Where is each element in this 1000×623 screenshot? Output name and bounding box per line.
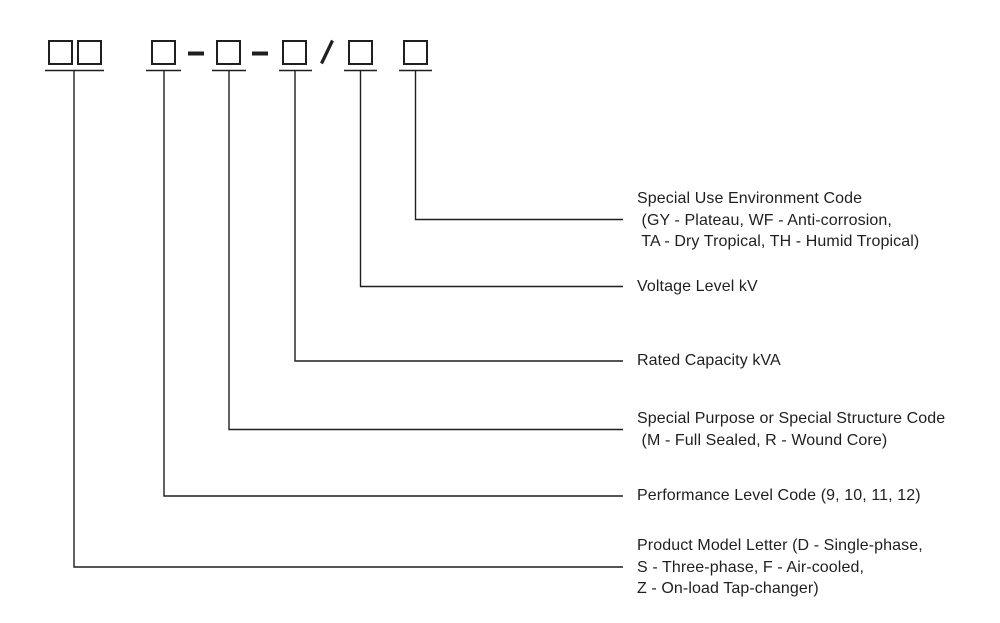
- connector-performance-level: [163, 70, 623, 497]
- label-line: (GY - Plateau, WF - Anti-corrosion,: [637, 211, 892, 229]
- code-box-rated-capacity: [282, 40, 307, 65]
- label-line: Z - On-load Tap-changer): [637, 580, 819, 597]
- label-special-environment: Special Use Environment Code (GY - Plate…: [637, 188, 919, 253]
- label-special-purpose: Special Purpose or Special Structure Cod…: [637, 408, 945, 451]
- slash-separator: [320, 39, 334, 65]
- dash-separator-1: [188, 51, 204, 56]
- label-voltage-level: Voltage Level kV: [637, 276, 758, 298]
- connector-rated-capacity: [294, 70, 623, 362]
- label-rated-capacity: Rated Capacity kVA: [637, 350, 781, 372]
- label-line: Voltage Level kV: [637, 277, 758, 295]
- label-line: Rated Capacity kVA: [637, 352, 781, 369]
- label-line: (M - Full Sealed, R - Wound Core): [637, 431, 888, 449]
- code-box-special-environment: [403, 40, 428, 65]
- label-product-model: Product Model Letter (D - Single-phase, …: [637, 535, 923, 600]
- connector-special-environment: [414, 70, 623, 221]
- connector-voltage-level: [359, 70, 623, 288]
- connector-special-purpose: [228, 70, 623, 431]
- code-box-performance-level: [151, 40, 176, 65]
- label-performance-level: Performance Level Code (9, 10, 11, 12): [637, 485, 921, 507]
- label-line: TA - Dry Tropical, TH - Humid Tropical): [637, 233, 920, 250]
- code-box-product-model-1: [48, 40, 73, 65]
- label-line: Product Model Letter (D - Single-phase,: [637, 537, 923, 554]
- label-line: Special Purpose or Special Structure Cod…: [637, 410, 946, 427]
- label-line: S - Three-phase, F - Air-cooled,: [637, 558, 864, 576]
- label-line: Performance Level Code (9, 10, 11, 12): [637, 487, 921, 504]
- connector-product-model: [73, 70, 623, 568]
- label-line: Special Use Environment Code: [637, 190, 863, 207]
- code-box-product-model-2: [77, 40, 102, 65]
- code-box-voltage-level: [348, 40, 373, 65]
- dash-separator-2: [252, 51, 268, 56]
- code-box-special-purpose: [216, 40, 241, 65]
